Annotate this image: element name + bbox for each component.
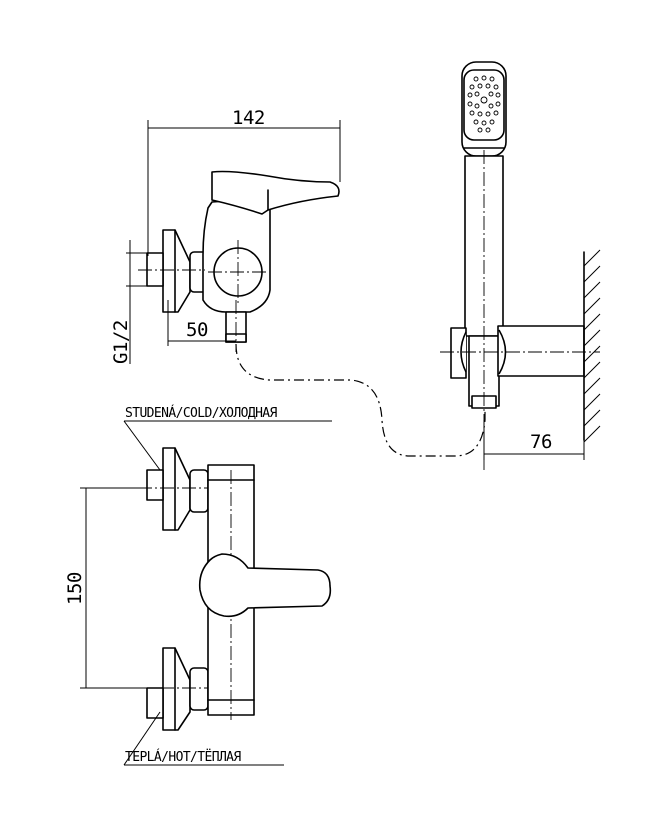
mixer-side-view: [138, 170, 340, 352]
dim-142-label: 142: [232, 107, 265, 129]
dim-150-label: 150: [64, 572, 86, 605]
dim-76-label: 76: [530, 431, 552, 453]
hand-shower: [461, 61, 507, 470]
dim-50-label: 50: [186, 319, 208, 341]
wall-hatching: [583, 249, 601, 443]
dim-142: 142: [147, 107, 341, 256]
dim-76: 76: [483, 420, 585, 460]
dim-thread: G1/2: [110, 240, 150, 364]
shower-hose: [235, 343, 486, 457]
dim-150: 150: [64, 487, 150, 689]
cold-label-group: STUDENÁ/COLD/ХОЛОДНАЯ: [123, 405, 332, 471]
wall-bracket: [440, 325, 600, 379]
mixer-front-view: [138, 447, 332, 731]
shower-holes: [467, 75, 501, 133]
cold-label: STUDENÁ/COLD/ХОЛОДНАЯ: [125, 405, 278, 421]
hot-label: TEPLÁ/HOT/TËПЛАЯ: [125, 749, 241, 765]
dim-thread-label: G1/2: [110, 320, 132, 364]
dim-50: 50: [167, 300, 236, 346]
hot-label-group: TEPLÁ/HOT/TËПЛАЯ: [123, 711, 284, 766]
